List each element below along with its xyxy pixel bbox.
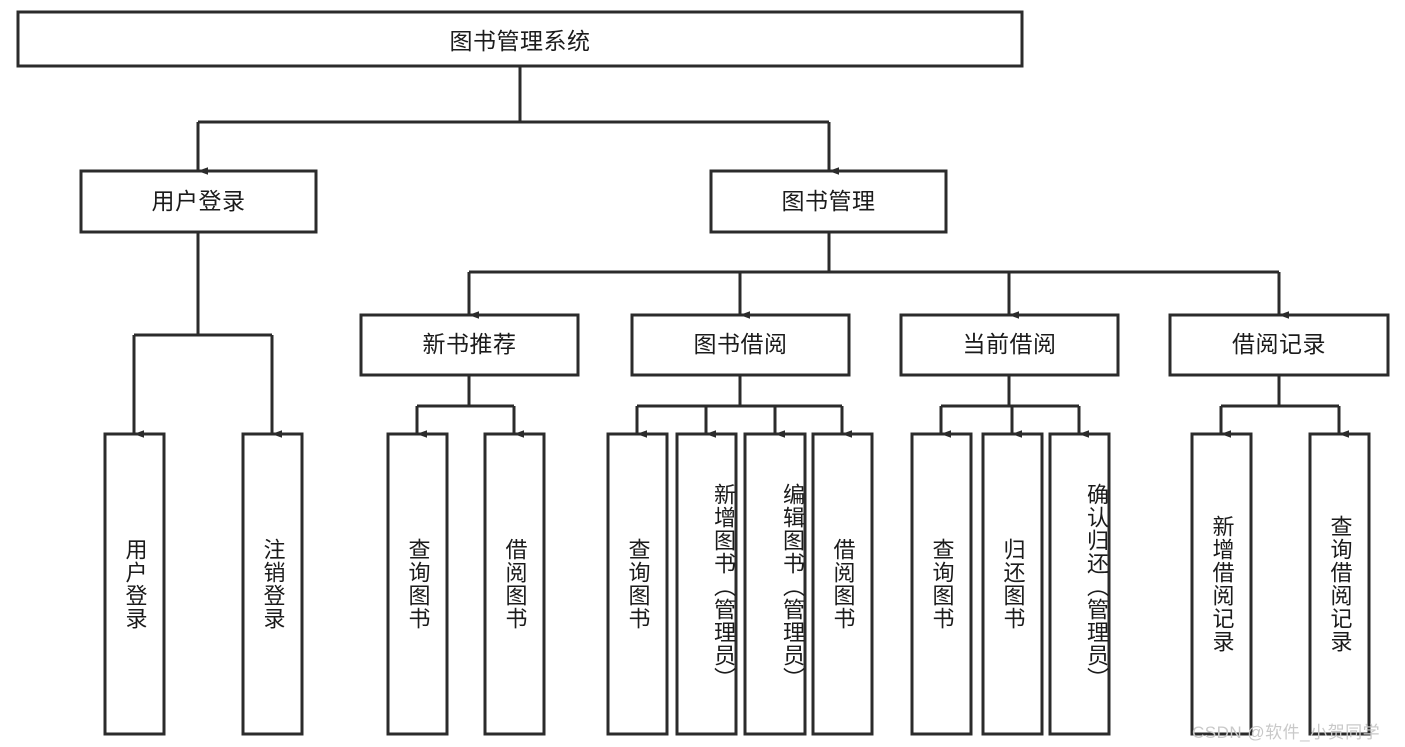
box-book-management[interactable]: [709, 169, 948, 234]
csdn-watermark: CSDN @软件_小贺同学: [1192, 723, 1381, 742]
box-current-borrow[interactable]: [899, 313, 1120, 377]
leaf-box-add-book-admin[interactable]: [675, 432, 738, 736]
leaf-box-query-borrow-record[interactable]: [1308, 432, 1371, 736]
box-borrow-record[interactable]: [1168, 313, 1390, 377]
box-book-borrow[interactable]: [630, 313, 851, 377]
leaf-box-query-book-rec[interactable]: [386, 432, 449, 736]
leaf-box-query-book-current[interactable]: [910, 432, 973, 736]
leaf-box-confirm-return-admin[interactable]: [1048, 432, 1111, 736]
leaf-box-borrow-book-rec[interactable]: [483, 432, 546, 736]
leaf-box-edit-book-admin[interactable]: [743, 432, 807, 736]
boxes-group: [16, 10, 1390, 377]
leaf-box-query-book-borrow[interactable]: [606, 432, 669, 736]
leaf-box-borrow-book[interactable]: [811, 432, 874, 736]
leaf-box-add-borrow-record[interactable]: [1190, 432, 1253, 736]
connectors-group: [132, 66, 1350, 438]
box-new-book-recommend[interactable]: [359, 313, 580, 377]
box-user-login[interactable]: [79, 169, 318, 234]
box-root[interactable]: [16, 10, 1024, 68]
leaf-box-return-book[interactable]: [981, 432, 1044, 736]
leaf-boxes-group: [103, 432, 1371, 736]
leaf-box-user-login[interactable]: [103, 432, 166, 736]
leaf-box-user-logout[interactable]: [241, 432, 304, 736]
